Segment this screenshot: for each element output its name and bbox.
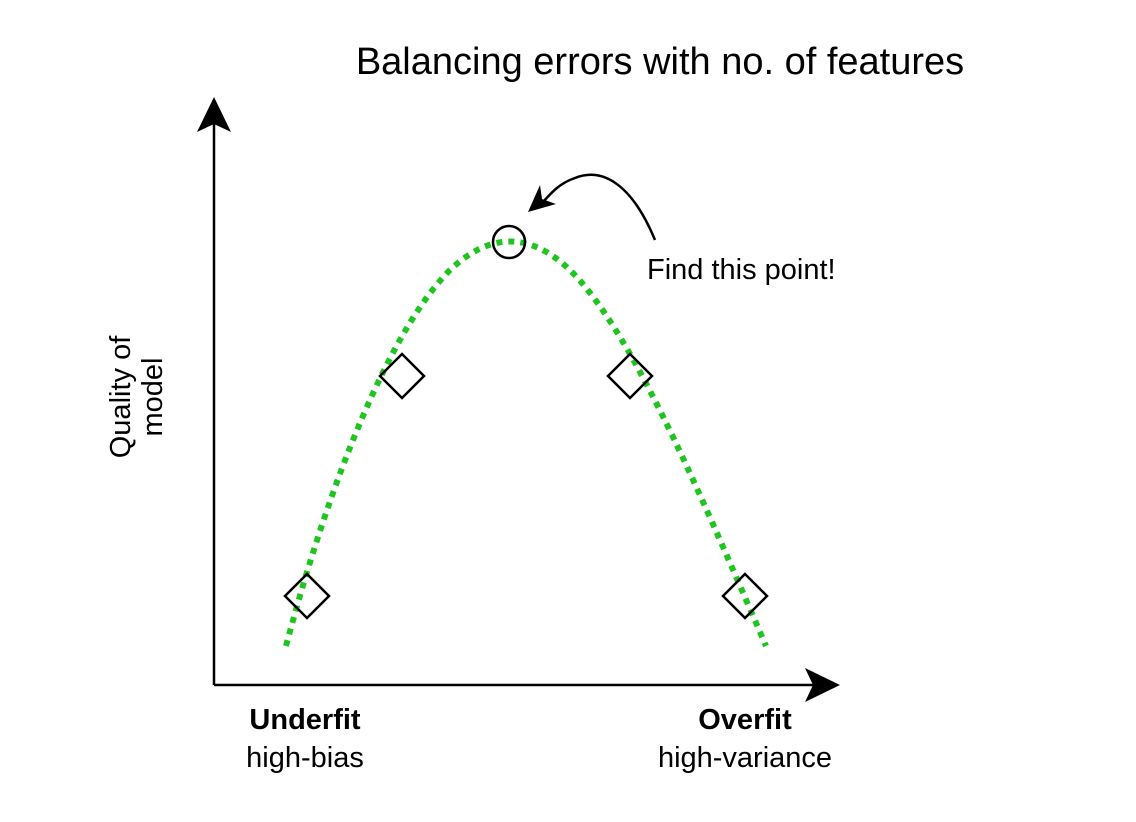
high-bias-label: high-bias bbox=[246, 742, 364, 774]
y-axis-arrowhead bbox=[197, 97, 231, 132]
diamond-marker-icon bbox=[378, 352, 426, 400]
high-variance-label: high-variance bbox=[657, 742, 833, 774]
y-axis-label-line2: model bbox=[137, 357, 169, 437]
curved-arrow-head-icon bbox=[528, 185, 556, 212]
x-axis-arrowhead bbox=[805, 668, 840, 702]
overfit-label: Overfit bbox=[698, 704, 792, 736]
diagram-title: Balancing errors with no. of features bbox=[355, 41, 965, 83]
diamond-marker-icon bbox=[721, 572, 769, 620]
y-axis-label-line1: Quality of bbox=[105, 335, 137, 459]
curved-arrow-icon bbox=[542, 173, 657, 241]
underfit-label-group: Underfit high-bias bbox=[180, 701, 430, 777]
circle-marker-icon bbox=[491, 224, 527, 260]
y-axis-label: Quality of model bbox=[105, 272, 225, 522]
quality-curve bbox=[283, 238, 769, 648]
underfit-label: Underfit bbox=[249, 704, 361, 736]
diamond-marker-icon bbox=[283, 572, 331, 620]
overfit-label-group: Overfit high-variance bbox=[620, 701, 870, 777]
find-point-annotation: Find this point! bbox=[647, 254, 836, 286]
diamond-marker-icon bbox=[606, 352, 654, 400]
